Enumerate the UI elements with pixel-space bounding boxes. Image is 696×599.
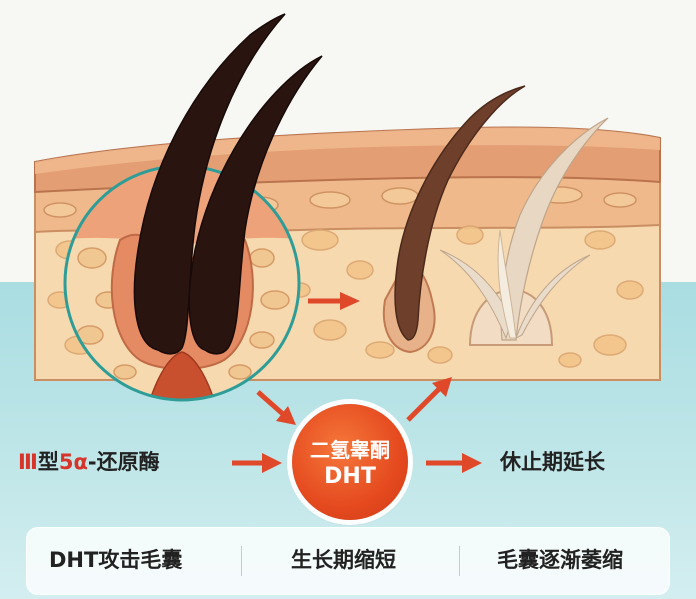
enzyme-label: Ⅲ型5α-还原酶 [18, 452, 160, 473]
step-growth-phase-shortens: 生长期缩短 [291, 548, 396, 572]
dht-badge: 二氢睾酮 DHT [292, 404, 408, 520]
medium-hair-follicle [382, 85, 526, 354]
arrow-right-icon [426, 453, 482, 473]
resting-phase-label: 休止期延长 [500, 450, 605, 474]
enzyme-type-char: 型 [37, 450, 59, 474]
flow-arrows [232, 292, 482, 473]
enzyme-name: -还原酶 [87, 450, 160, 474]
arrow-diagonal-icon [256, 390, 296, 425]
step-dht-attacks-follicle: DHT攻击毛囊 [49, 548, 183, 572]
healthy-hair-shafts [133, 13, 323, 355]
thin-hair-follicle [439, 117, 609, 346]
step-follicle-atrophy: 毛囊逐渐萎缩 [497, 548, 623, 572]
arrow-diagonal-icon [406, 377, 452, 422]
dht-abbreviation: DHT [324, 464, 376, 489]
divider [241, 546, 242, 576]
divider [459, 546, 460, 576]
summary-bar: DHT攻击毛囊 生长期缩短 毛囊逐渐萎缩 [26, 527, 670, 595]
enzyme-type-roman: Ⅲ [18, 450, 38, 474]
enzyme-five-alpha: 5α [58, 450, 88, 474]
dht-chinese-name: 二氢睾酮 [310, 438, 390, 462]
arrow-right-icon [232, 453, 282, 473]
arrow-right-icon [308, 292, 360, 310]
